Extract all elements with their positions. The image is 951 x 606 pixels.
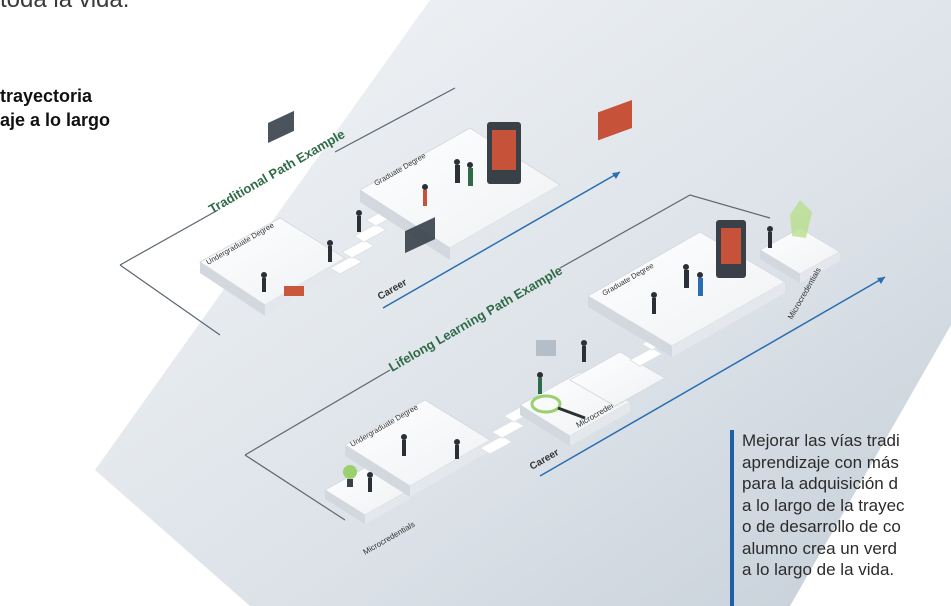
callout-line: para la adquisición d	[742, 474, 898, 493]
lightbulb-base	[347, 479, 353, 487]
people-traditional	[261, 159, 473, 292]
traditional-bracket	[119, 209, 219, 266]
callout-line: a lo largo de la vida.	[742, 560, 895, 579]
platform-side	[325, 490, 365, 524]
lightbulb-icon	[343, 465, 357, 479]
magnifier-icon	[530, 394, 562, 414]
career-arrow-traditional	[382, 171, 621, 309]
callout-line: o de desarrollo de co	[742, 517, 901, 536]
callout-line: a lo largo de la trayec	[742, 495, 905, 515]
classroom-screen	[405, 217, 435, 254]
platform-side	[520, 405, 570, 446]
intro-top-text: toda la vida.	[0, 0, 129, 14]
platform-side	[570, 402, 630, 446]
platform-side	[760, 250, 800, 283]
traditional-bracket	[119, 264, 221, 336]
floor-panel	[95, 0, 951, 606]
lifelong-bracket	[559, 194, 771, 269]
arrow-head	[877, 277, 885, 284]
platform-side	[672, 282, 785, 357]
arrow-head	[612, 172, 620, 179]
intro-heading-line: trayectoria	[0, 86, 93, 106]
presentation-board	[598, 99, 632, 141]
callout-line: aprendizaje con más	[742, 452, 899, 472]
classroom-screen	[268, 110, 294, 144]
platform-side	[345, 445, 410, 497]
intro-heading-line: aje a lo largo	[0, 110, 111, 130]
graduate-screen-inner	[492, 130, 516, 170]
callout-text: Mejorar las vías tradi aprendizaje con m…	[730, 430, 951, 606]
platform-side	[588, 296, 672, 357]
platform-side	[200, 262, 265, 316]
magnifier-handle	[557, 406, 586, 420]
career-arrow-lifelong	[539, 276, 886, 477]
lifelong-bracket	[244, 369, 391, 456]
platform-side	[450, 185, 560, 260]
platform-side	[410, 440, 490, 497]
platform-side	[800, 252, 840, 283]
platform-side	[365, 490, 410, 524]
graduate-screen-inner	[721, 228, 741, 264]
floating-card	[536, 340, 556, 356]
leaf-graphic	[790, 200, 812, 238]
traditional-bracket	[334, 87, 456, 153]
lifelong-bracket	[244, 454, 346, 521]
callout-line: Mejorar las vías tradi	[742, 431, 900, 450]
people-lifelong	[367, 226, 773, 492]
callout-line: alumno crea un verd	[742, 538, 897, 558]
platform-side	[265, 258, 345, 316]
intro-heading: trayectoria aje a lo largo	[0, 84, 110, 132]
desk	[284, 286, 304, 296]
